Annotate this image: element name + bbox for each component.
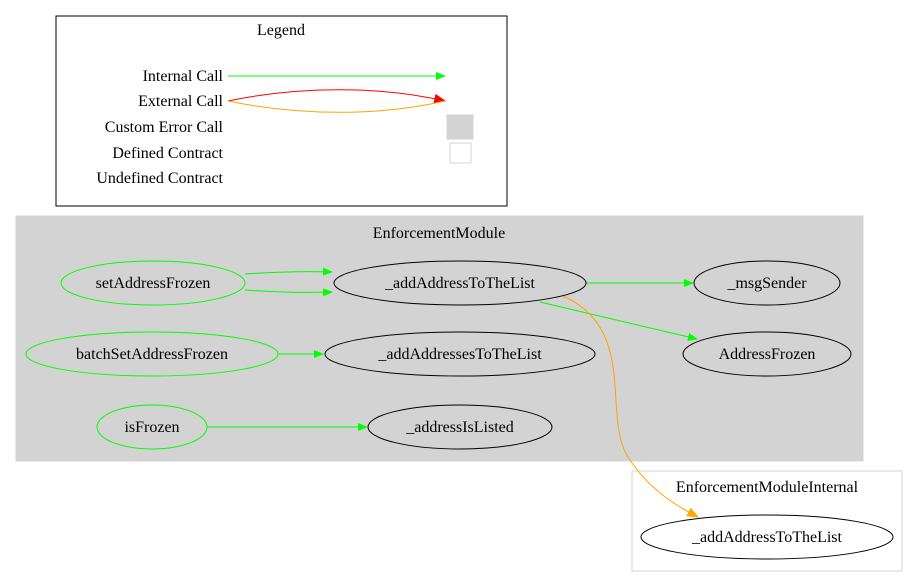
cluster-enforcement-module-box xyxy=(15,215,864,462)
node-batch-set-address-frozen-label: batchSetAddressFrozen xyxy=(76,346,228,363)
edge-setaddressfrozen-to-addaddresstothelist-2 xyxy=(244,288,333,297)
node-add-address-to-the-list[interactable]: _addAddressToTheList xyxy=(333,260,587,306)
edge-addaddresstothelist-to-internal-addaddresstothelist xyxy=(562,295,700,518)
node-batch-set-address-frozen-shape[interactable] xyxy=(25,331,279,377)
node-msg-sender-label: _msgSender xyxy=(726,275,807,292)
cluster-enforcement-module-internal-box xyxy=(631,470,903,572)
nodes-enforcement-module: setAddressFrozen batchSetAddressFrozen i… xyxy=(25,260,852,450)
legend-label-undefined-contract: Undefined Contract xyxy=(96,170,223,187)
edge-setaddressfrozen-to-addaddresstothelist-1 xyxy=(244,267,333,276)
legend-custom-error-swatch xyxy=(446,114,474,140)
legend-label-external-call: External Call xyxy=(138,93,223,110)
legend-external-call-arrow-red xyxy=(227,89,447,104)
legend-defined-contract-swatch xyxy=(449,142,472,164)
cluster-enforcement-module-label: EnforcementModule xyxy=(373,225,505,242)
legend-title: Legend xyxy=(257,22,305,39)
node-address-frozen-label: AddressFrozen xyxy=(719,346,816,363)
legend-label-custom-error-call: Custom Error Call xyxy=(105,119,224,136)
node-address-is-listed-shape[interactable] xyxy=(367,404,553,450)
cluster-enforcement-module: EnforcementModule xyxy=(15,215,864,462)
legend: Legend Internal Call External Call Custo… xyxy=(55,15,508,207)
edge-addaddresstothelist-to-addressfrozen xyxy=(539,301,698,341)
node-address-frozen-shape[interactable] xyxy=(682,331,852,377)
node-internal-add-address-to-the-list[interactable]: _addAddressToTheList xyxy=(640,514,894,560)
node-batch-set-address-frozen[interactable]: batchSetAddressFrozen xyxy=(25,331,279,377)
node-address-frozen[interactable]: AddressFrozen xyxy=(682,331,852,377)
node-add-addresses-to-the-list-shape[interactable] xyxy=(324,331,596,377)
node-add-address-to-the-list-label: _addAddressToTheList xyxy=(384,275,536,292)
node-is-frozen-label: isFrozen xyxy=(124,419,179,436)
node-internal-add-address-to-the-list-shape[interactable] xyxy=(640,514,894,560)
node-add-address-to-the-list-shape[interactable] xyxy=(333,260,587,306)
node-is-frozen[interactable]: isFrozen xyxy=(96,404,208,450)
cluster-enforcement-module-internal: EnforcementModuleInternal xyxy=(631,470,903,572)
legend-external-call-arrow-orange xyxy=(227,100,446,113)
node-set-address-frozen[interactable]: setAddressFrozen xyxy=(60,260,246,306)
node-address-is-listed[interactable]: _addressIsListed xyxy=(367,404,553,450)
node-set-address-frozen-shape[interactable] xyxy=(60,260,246,306)
node-add-addresses-to-the-list[interactable]: _addAddressesToTheList xyxy=(324,331,596,377)
node-internal-add-address-to-the-list-label: _addAddressToTheList xyxy=(691,529,843,546)
node-add-addresses-to-the-list-label: _addAddressesToTheList xyxy=(377,346,542,363)
node-set-address-frozen-label: setAddressFrozen xyxy=(96,275,211,292)
node-address-is-listed-label: _addressIsListed xyxy=(405,419,514,436)
legend-box xyxy=(55,15,508,207)
cluster-enforcement-module-internal-label: EnforcementModuleInternal xyxy=(676,479,859,496)
legend-label-internal-call: Internal Call xyxy=(143,68,224,85)
node-msg-sender[interactable]: _msgSender xyxy=(693,260,841,306)
node-is-frozen-shape[interactable] xyxy=(96,404,208,450)
node-msg-sender-shape[interactable] xyxy=(693,260,841,306)
legend-label-defined-contract: Defined Contract xyxy=(112,145,223,162)
edges xyxy=(207,267,700,518)
nodes-enforcement-module-internal: _addAddressToTheList xyxy=(640,514,894,560)
